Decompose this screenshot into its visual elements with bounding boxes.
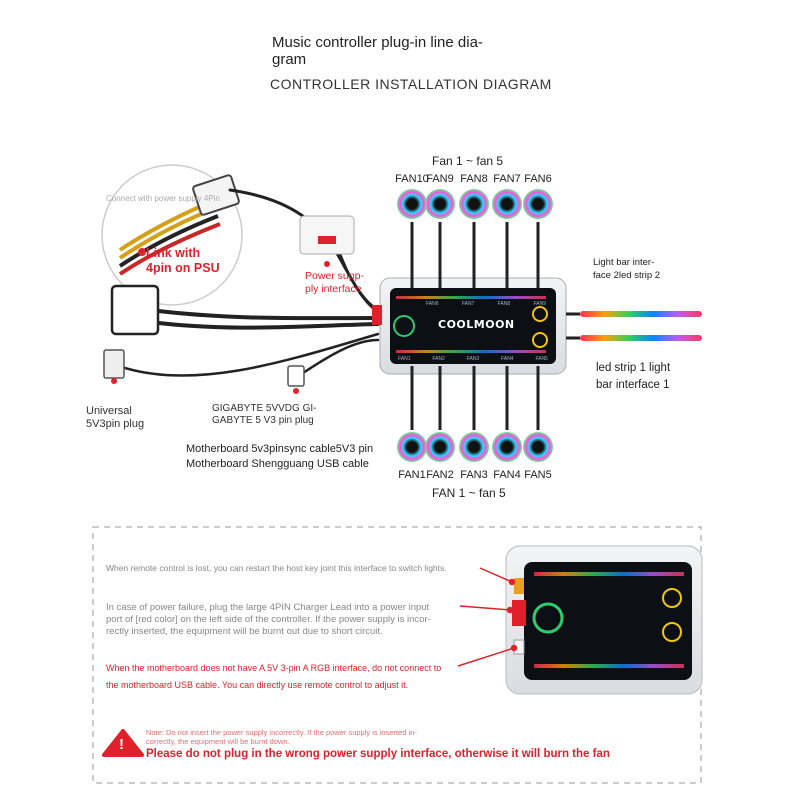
universal-3pin-plug <box>103 349 125 379</box>
port-label: FAN6 <box>426 301 439 307</box>
motherboard-cable-label: Motherboard 5v3pinsync cable5V3 pin Moth… <box>186 443 374 470</box>
warning-triangle-icon <box>102 729 144 757</box>
psu-connect-text: Connect with power supply 4Pin <box>106 194 220 203</box>
subtitle: CONTROLLER INSTALLATION DIAGRAM <box>270 76 552 92</box>
gigabyte-plug <box>287 365 305 387</box>
universal-plug-label: Universal 5V3pin plug <box>86 405 145 430</box>
fan-cables <box>410 222 540 430</box>
fan-label-top: FAN8 <box>460 173 488 185</box>
fan-label-bottom: FAN3 <box>460 469 488 481</box>
port-label: FAN3 <box>466 356 480 362</box>
warning-note: Note: Do not insert the power supply inc… <box>146 728 417 746</box>
light-bar-1-label: led strip 1 light bar interface 1 <box>596 362 671 391</box>
port-label: FAN4 <box>501 356 514 362</box>
bottom-fans <box>397 432 553 462</box>
port-label: FAN8 <box>497 301 511 307</box>
fan-label-top: FAN7 <box>493 173 521 185</box>
fan-label-bottom: FAN5 <box>524 469 552 481</box>
led-strips <box>566 311 702 341</box>
note-remote: When remote control is lost, you can res… <box>106 563 447 573</box>
note-motherboard: When the motherboard does not have A 5V … <box>106 663 442 690</box>
port-label: FAN5 <box>535 356 548 362</box>
fan-label-top: FAN6 <box>524 173 552 185</box>
port-label: FAN9 <box>533 301 546 307</box>
controller-top-ports: FAN6 FAN7 FAN8 FAN9 <box>426 301 546 307</box>
psu-inset <box>101 164 243 306</box>
title: Music controller plug-in line dia- gram <box>272 34 483 68</box>
controller-photo <box>505 545 703 695</box>
controller-unit <box>372 277 567 375</box>
fan-label-top: FAN9 <box>426 173 454 185</box>
power-supply-label: Power supp- ply interface <box>305 270 364 295</box>
port-label: FAN2 <box>432 356 445 362</box>
fan-label-bottom: FAN4 <box>493 469 521 481</box>
fan-label-bottom: FAN2 <box>426 469 454 481</box>
controller-bottom-ports: FAN1 FAN2 FAN3 FAN4 FAN5 <box>398 356 548 362</box>
warning-symbol: ! <box>119 736 124 753</box>
info-box <box>92 526 702 784</box>
fan-group-bottom-label: FAN 1 ~ fan 5 <box>432 486 506 500</box>
light-bar-2-label: Light bar inter- face 2led strip 2 <box>593 257 661 281</box>
port-label: FAN1 <box>398 356 411 362</box>
fan-group-top-label: Fan 1 ~ fan 5 <box>432 154 504 168</box>
warning-main: Please do not plug in the wrong power su… <box>146 748 610 760</box>
top-fans <box>397 189 553 219</box>
note-power: In case of power failure, plug the large… <box>106 602 431 637</box>
psu-link-label: Link with 4pin on PSU <box>146 246 220 275</box>
fan-label-bottom: FAN1 <box>398 469 426 481</box>
molex-connector <box>110 284 160 336</box>
gigabyte-plug-label: GIGABYTE 5VVDG GI- GABYTE 5 V3 pin plug <box>212 403 317 426</box>
usb-inset <box>299 215 355 255</box>
controller-brand: COOLMOON <box>438 318 515 331</box>
port-label: FAN7 <box>461 301 475 307</box>
fan-label-top: FAN10 <box>395 173 429 185</box>
pointer-arrows <box>457 567 518 667</box>
